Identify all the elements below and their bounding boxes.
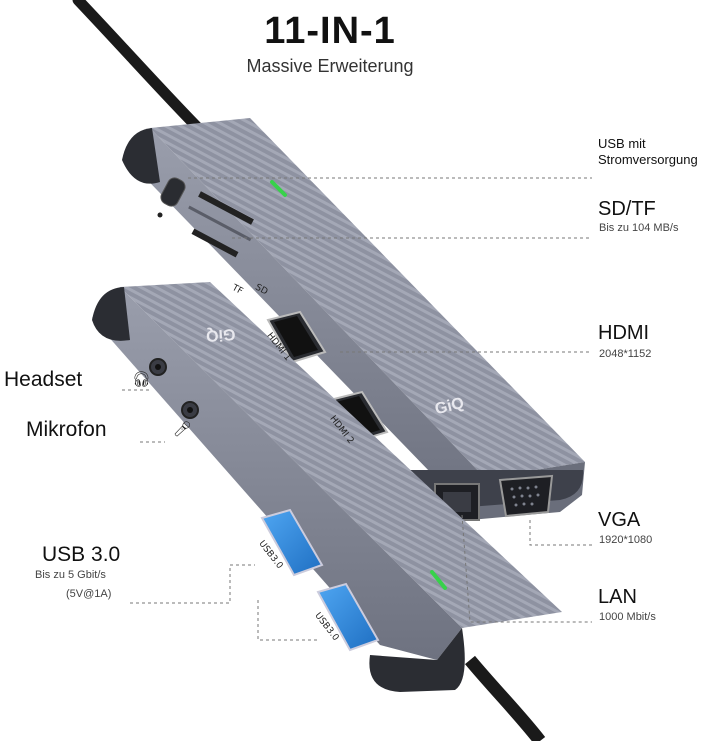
usb3-port-a bbox=[260, 508, 324, 577]
bottom-hub-top-face bbox=[120, 282, 562, 628]
label-usb30: USB 3.0 bbox=[42, 543, 121, 566]
status-hole bbox=[157, 212, 163, 218]
top-led bbox=[270, 180, 287, 197]
label-hdmi-detail: 2048*1152 bbox=[599, 348, 652, 360]
label-usb-power-1: USB mit bbox=[598, 136, 646, 151]
leader-usb30-b bbox=[257, 600, 318, 641]
page-title: 11-IN-1 bbox=[264, 10, 396, 52]
leader-lan bbox=[461, 514, 592, 623]
bottom-hub-left-cap bbox=[92, 287, 130, 341]
vga-port bbox=[498, 474, 554, 518]
leader-usb30 bbox=[130, 564, 255, 604]
microphone-icon: 🎤︎ bbox=[173, 421, 193, 438]
leader-vga bbox=[529, 520, 592, 546]
label-vga: VGA bbox=[598, 509, 641, 531]
usb-c-port bbox=[160, 177, 186, 207]
top-hub bbox=[122, 118, 585, 521]
top-hub-left-cap bbox=[122, 128, 160, 184]
label-lan-detail: 1000 Mbit/s bbox=[599, 611, 656, 623]
label-hdmi: HDMI bbox=[598, 322, 650, 344]
label-vga-detail: 1920*1080 bbox=[599, 534, 653, 546]
bottom-cable bbox=[465, 655, 546, 741]
page-subtitle: Massive Erweiterung bbox=[246, 56, 414, 76]
label-sdtf-detail: Bis zu 104 MB/s bbox=[599, 222, 679, 234]
leader-lines bbox=[122, 177, 592, 641]
label-mikrofon: Mikrofon bbox=[26, 418, 107, 441]
label-usb30-detail: Bis zu 5 Gbit/s bbox=[35, 569, 106, 581]
tf-slot bbox=[191, 228, 239, 258]
label-usb30-power: (5V@1A) bbox=[66, 588, 112, 600]
bottom-hub-end-cap bbox=[369, 628, 465, 692]
top-cable bbox=[72, 0, 211, 141]
headset-icon: 🎧︎ bbox=[132, 371, 152, 388]
top-hub-top-face bbox=[150, 118, 585, 478]
bottom-hub bbox=[92, 282, 562, 692]
label-lan: LAN bbox=[598, 586, 637, 608]
brand-logo-bottom: GiQ bbox=[205, 324, 236, 345]
label-usb-power-2: Stromversorgung bbox=[598, 152, 698, 167]
sd-slot bbox=[198, 191, 254, 225]
bottom-led bbox=[430, 570, 447, 590]
slot-divider bbox=[188, 205, 252, 242]
usb3-port-b bbox=[316, 582, 380, 652]
label-sdtf: SD/TF bbox=[598, 198, 656, 220]
bottom-hub-side-face bbox=[92, 287, 462, 660]
label-headset: Headset bbox=[4, 368, 83, 391]
